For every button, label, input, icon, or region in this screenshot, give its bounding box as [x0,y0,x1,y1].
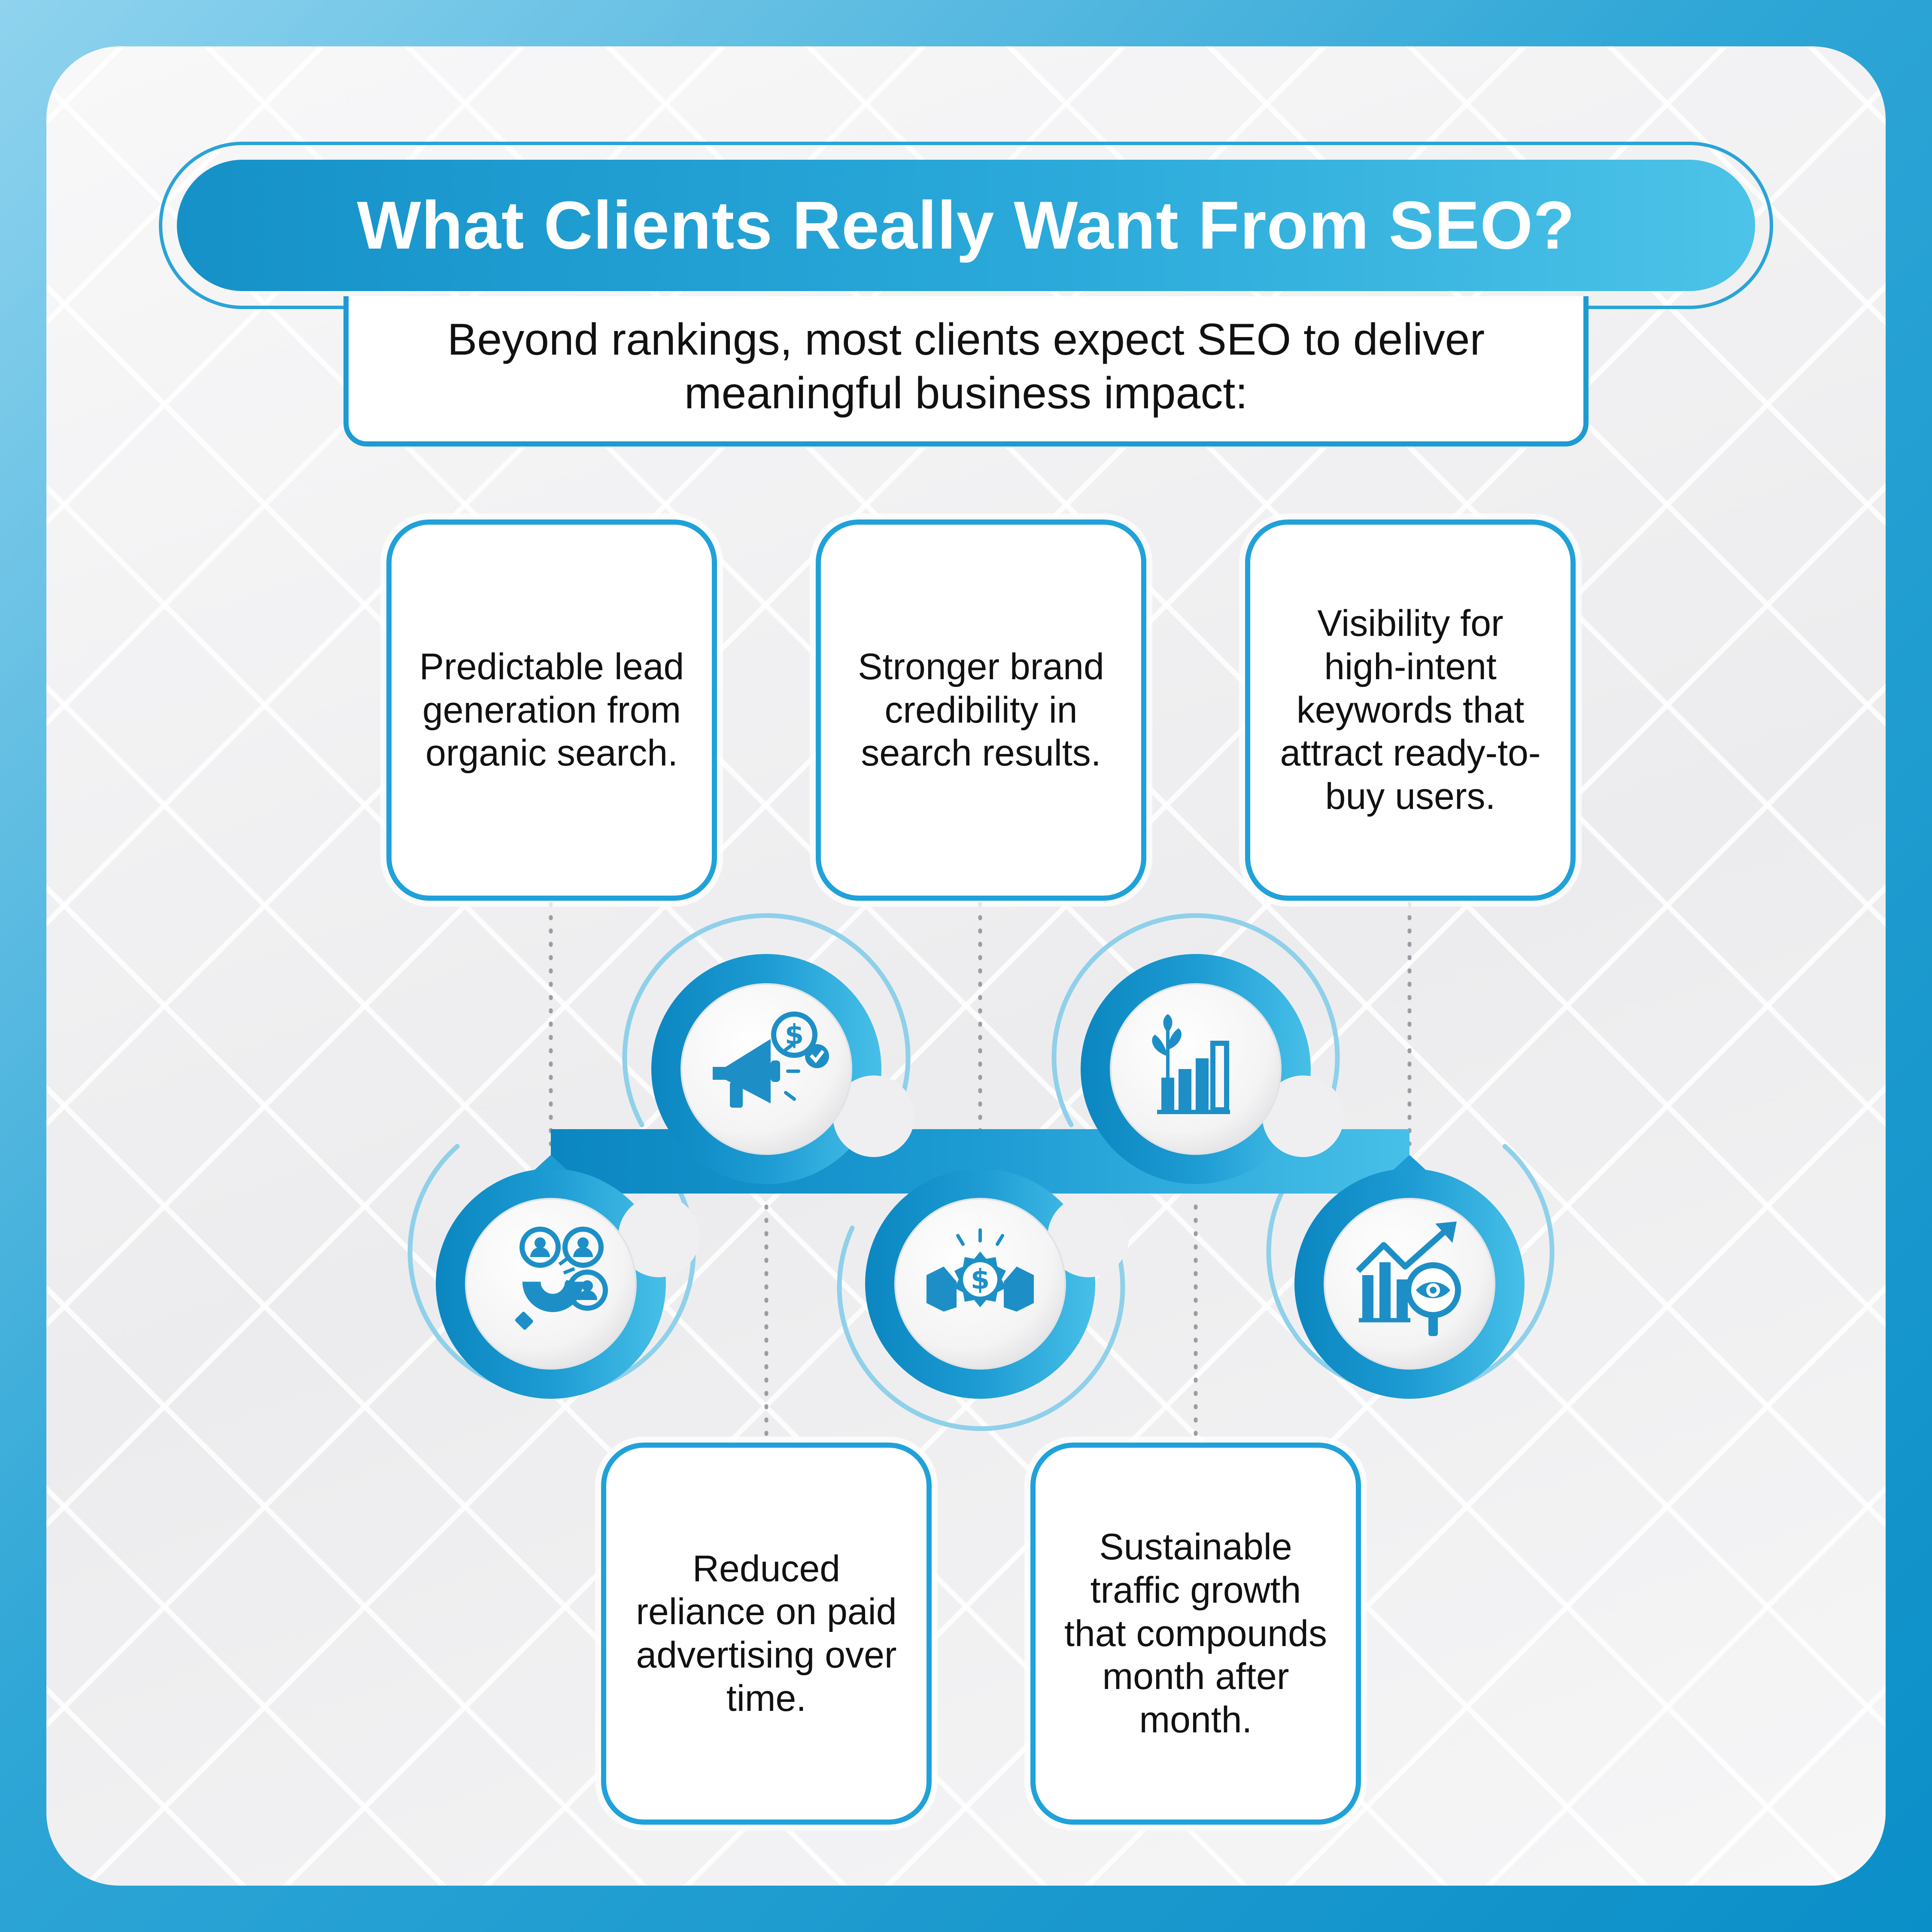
hands-dollar-badge-icon: $ [927,1228,1034,1312]
subtitle: Beyond rankings, most clients expect SEO… [447,315,1485,418]
megaphone-dollar-icon: $ [713,1012,829,1108]
benefit-card-5: Visibility for high-intent keywords that… [1245,519,1576,901]
outer-ring [837,1225,1125,1431]
benefit-card-4: Sustainable traffic growth that compound… [1030,1443,1361,1825]
chart-magnifier-eye-icon [1356,1221,1461,1336]
svg-text:$: $ [785,1019,804,1051]
node-1 [465,1198,637,1370]
benefit-text: Sustainable traffic growth that compound… [1064,1526,1327,1741]
benefit-text: Predictable lead generation from organic… [419,646,684,774]
benefit-card-1: Predictable lead generation from organic… [386,519,717,901]
page-title: What Clients Really Want From SEO? [357,187,1575,263]
subtitle-box: Beyond rankings, most clients expect SEO… [343,296,1589,447]
outer-ring [1051,913,1340,1127]
outer-ring [622,913,911,1127]
title-banner: What Clients Really Want From SEO? [177,160,1755,291]
benefit-text: Stronger brand credibility in search res… [858,646,1104,774]
magnet-users-icon [515,1227,608,1330]
benefit-text: Visibility for high-intent keywords that… [1280,603,1541,817]
svg-text:$: $ [971,1264,990,1296]
benefit-text: Reduced reliance on paid advertising ove… [636,1548,897,1719]
benefit-card-2: Reduced reliance on paid advertising ove… [601,1443,932,1825]
benefit-card-3: Stronger brand credibility in search res… [816,519,1146,901]
plant-growth-chart-icon [1152,1014,1230,1114]
connector-lines [549,902,1412,1436]
